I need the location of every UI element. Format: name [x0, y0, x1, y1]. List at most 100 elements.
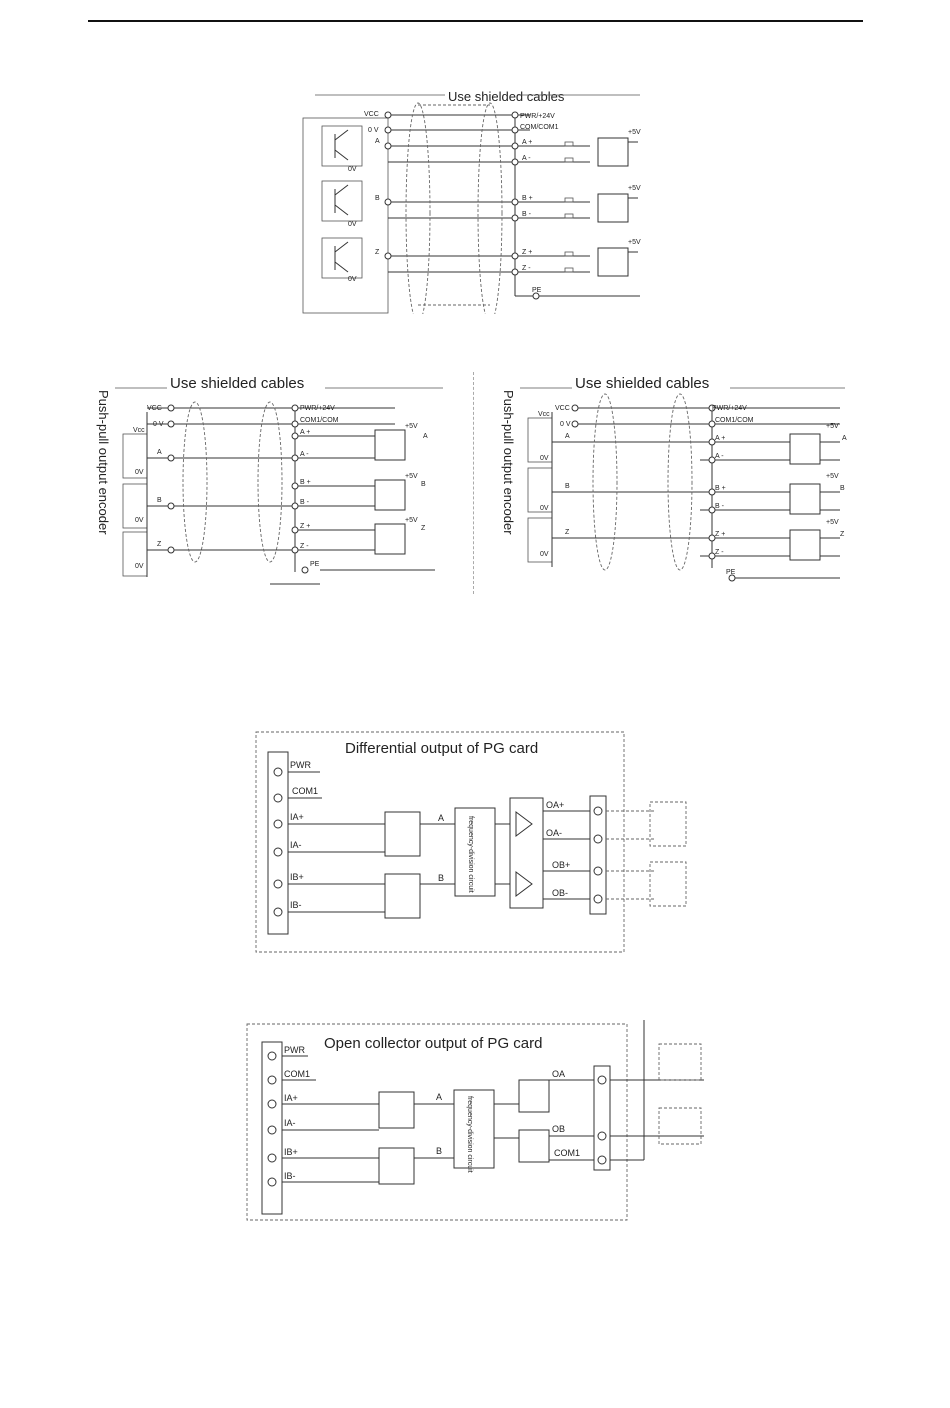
terminal-b-minus: B -	[300, 499, 310, 506]
terminal-a-minus: A -	[522, 155, 531, 162]
input-ib-plus: IB+	[290, 872, 304, 882]
zero-v-label: 0V	[348, 276, 357, 283]
external-receivers	[606, 801, 687, 907]
terminal-z-plus: Z +	[715, 531, 725, 538]
terminal-pwr: PWR/+24V	[520, 113, 555, 120]
terminal-pe: PE	[532, 287, 542, 294]
supply-a: +5V	[826, 423, 839, 430]
vcc-label: VCC	[555, 405, 570, 412]
input-ib-plus: IB+	[284, 1147, 298, 1157]
diagram5-title: Open collector output of PG card	[324, 1035, 542, 1052]
terminal-b-minus: B -	[715, 503, 725, 510]
wires	[282, 1020, 704, 1183]
terminal-block	[167, 404, 309, 574]
vcc-small-label: Vcc	[133, 427, 145, 434]
diagram1-title: Use shielded cables	[448, 89, 565, 104]
frequency-division-label: frequency-division circuit	[467, 816, 474, 893]
b-label: B	[375, 195, 380, 202]
terminal-z-minus: Z -	[300, 543, 309, 550]
optocoupler-b	[384, 873, 421, 919]
optocouplers	[374, 429, 406, 555]
output-oa-minus: OA-	[546, 828, 562, 838]
input-terminals	[273, 767, 283, 917]
output-terminal-strip	[593, 1065, 611, 1171]
encoder-transistor-a	[321, 125, 363, 167]
output-terminal-strip	[589, 795, 607, 915]
cable-shield-right	[257, 401, 283, 563]
input-ia-minus: IA-	[290, 840, 302, 850]
pg-card-differential-output-diagram: Differential output of PG card PWR COM1 …	[255, 731, 687, 953]
zero-v-label: 0V	[135, 469, 144, 476]
terminal-b-minus: B -	[522, 211, 532, 218]
push-pull-encoder-wiring-diagram-right: Use shielded cables Push-pull output enc…	[501, 375, 847, 582]
supply-z: +5V	[628, 239, 641, 246]
terminal-pe: PE	[310, 561, 320, 568]
header-rule	[88, 20, 863, 22]
terminal-a-minus: A -	[715, 453, 724, 460]
push-pull-transistors	[527, 412, 553, 567]
optocoupler-b	[378, 1147, 415, 1185]
terminal-block	[384, 111, 540, 300]
input-terminals	[267, 1051, 277, 1187]
input-ia-minus: IA-	[284, 1118, 296, 1128]
terminal-pwr: PWR/+24V	[300, 405, 335, 412]
output-terminals	[597, 1075, 607, 1165]
zero-v-label: 0V	[348, 221, 357, 228]
cable-shield-left	[405, 102, 431, 314]
diagram-divider	[473, 372, 474, 594]
cable-shield-right	[667, 393, 693, 571]
terminal-z-minus: Z -	[715, 549, 724, 556]
b-label: B	[157, 497, 162, 504]
input-com1: COM1	[292, 786, 318, 796]
vcc-label: VCC	[364, 111, 379, 118]
supply-b: +5V	[405, 473, 418, 480]
terminal-z-plus: Z +	[522, 249, 532, 256]
zero-v-label: 0V	[540, 455, 549, 462]
zero-v-label: 0V	[540, 551, 549, 558]
output-terminals	[593, 806, 603, 904]
supply-z: +5V	[826, 519, 839, 526]
external-receivers	[658, 1043, 702, 1145]
terminal-a-plus: A +	[715, 435, 725, 442]
output-z: Z	[840, 531, 845, 538]
supply-a: +5V	[628, 129, 641, 136]
open-collector-encoder-wiring-diagram: Use shielded cables VCC 0 V A 0V B 0V	[302, 89, 641, 314]
input-pwr: PWR	[284, 1045, 305, 1055]
push-pull-encoder-wiring-diagram-left: Use shielded cables Push-pull output enc…	[96, 375, 443, 585]
vcc-small-label: Vcc	[538, 411, 550, 418]
output-ob-plus: OB+	[552, 860, 570, 870]
input-ia-plus: IA+	[290, 812, 304, 822]
pg-card-boundary	[246, 1023, 628, 1221]
input-com1: COM1	[284, 1069, 310, 1079]
output-a: A	[842, 435, 847, 442]
z-label: Z	[375, 249, 380, 256]
wires	[288, 771, 590, 913]
terminal-b-plus: B +	[300, 479, 311, 486]
frequency-division-block	[454, 807, 496, 897]
optocoupler-a	[564, 137, 638, 167]
cable-shield-left	[182, 401, 208, 563]
a-label: A	[565, 433, 570, 440]
terminal-z-plus: Z +	[300, 523, 310, 530]
cable-shield-left	[592, 393, 618, 571]
zero-v-label: 0V	[135, 563, 144, 570]
signal-b: B	[436, 1146, 442, 1156]
terminal-z-minus: Z -	[522, 265, 531, 272]
terminal-com: COM/COM1	[520, 124, 559, 131]
terminal-com: COM1/COM	[300, 417, 339, 424]
encoder-transistor-z	[321, 237, 363, 279]
terminal-com: COM1/COM	[715, 417, 754, 424]
terminal-b-plus: B +	[715, 485, 726, 492]
output-a: A	[423, 433, 428, 440]
signal-a: A	[436, 1092, 442, 1102]
supply-b: +5V	[826, 473, 839, 480]
supply-b: +5V	[628, 185, 641, 192]
output-ob-minus: OB-	[552, 888, 568, 898]
terminal-b-plus: B +	[522, 195, 533, 202]
optocoupler-b	[564, 193, 638, 223]
signal-wires	[147, 407, 435, 585]
input-terminal-strip	[267, 751, 289, 935]
terminal-block	[571, 404, 736, 582]
zero-v-label: 0V	[135, 517, 144, 524]
optocoupler-a	[378, 1091, 415, 1129]
